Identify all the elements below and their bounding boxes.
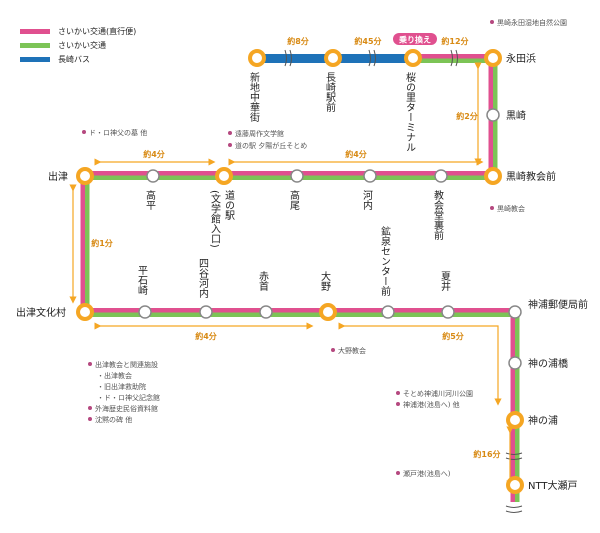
minor-stations: [138, 108, 522, 370]
station-label-kurosaki: 黒崎: [506, 109, 526, 122]
duration-label: 約4分: [143, 149, 165, 159]
bottom-route-line: [85, 308, 518, 317]
station-takao-marker: [290, 169, 304, 183]
duration-label: 約16分: [473, 449, 500, 459]
station-kawachi-marker: [363, 169, 377, 183]
station-ntt-marker: [506, 476, 524, 494]
transfer-badge-label: 乗り換え: [399, 35, 431, 45]
station-label-kaminoura: 神の浦: [528, 414, 558, 427]
note-michinoeki-1: 遠藤周作文学館: [235, 129, 284, 138]
station-shitsu-marker: [76, 167, 94, 185]
station-label-yotsuya: 四谷河内: [197, 258, 209, 299]
duration-label: 約45分: [354, 36, 381, 46]
station-label-kurosaki-church: 黒崎教会前: [506, 170, 556, 183]
station-akaso-marker: [259, 305, 273, 319]
station-label-kyokaido: 教会堂裏前: [432, 189, 444, 241]
note-oono: 大野教会: [338, 346, 366, 355]
station-michinoeki-marker: [215, 167, 233, 185]
note-shitsu: ド・ロ神父の墓 他: [89, 128, 147, 137]
station-label-nagatahama: 永田浜: [506, 52, 536, 65]
sightseeing-notes: 黒崎永田湿地自然公園 黒崎教会 ド・ロ神父の墓 他 遠藤周作文学館 道の駅 夕陽…: [82, 18, 567, 478]
note-bunka-4: ・ド・ロ神父記念館: [97, 393, 160, 402]
station-label-michinoeki: 道の駅: [223, 189, 235, 221]
duration-label: 約8分: [287, 36, 309, 46]
station-sakura-marker: [404, 49, 422, 67]
break-marks: [284, 49, 523, 513]
station-natsui-marker: [441, 305, 455, 319]
duration-label: 約5分: [442, 331, 464, 341]
station-kurosaki-church-marker: [484, 167, 502, 185]
shitsu-vertical-line: [80, 175, 90, 313]
duration-label: 約4分: [195, 331, 217, 341]
station-label-nagasaki: 長崎駅前: [324, 72, 336, 113]
station-label-michinoeki-sub: (文学館入口): [209, 190, 221, 248]
duration-label: 約12分: [441, 36, 468, 46]
station-label-akaso: 赤首: [257, 271, 269, 292]
station-label-hiraishi: 平石崎: [136, 265, 148, 295]
duration-arrows: [69, 62, 514, 488]
kaminoura-vertical-line: [510, 312, 520, 502]
transfer-badge: 乗り換え: [393, 33, 437, 45]
note-bunka-1: 出津教会と関連施設: [95, 360, 158, 369]
station-shinchi-marker: [248, 49, 266, 67]
station-label-bunka: 出津文化村: [16, 306, 66, 319]
station-kaminoura-marker: [506, 411, 524, 429]
legend-label: 長崎バス: [58, 54, 90, 64]
note-bunka-3: ・旧出津救助院: [97, 382, 146, 391]
note-kaminoura-1: そとめ神浦川河川公園: [403, 389, 473, 398]
station-label-kawachi: 河内: [361, 190, 373, 211]
station-kaminoura-post-marker: [508, 305, 522, 319]
station-label-shinchi: 新地中華街: [248, 71, 260, 123]
duration-label: 約2分: [456, 111, 478, 121]
note-ntt: 瀬戸港(池島へ): [403, 469, 451, 478]
duration-label: 約4分: [345, 149, 367, 159]
middle-route-line: [85, 171, 493, 180]
legend-item-saikai: さいかい交通: [20, 38, 136, 52]
station-label-sakura: 桜の里ターミナル: [404, 71, 416, 152]
station-kyokaido-marker: [434, 169, 448, 183]
station-kosen-marker: [381, 305, 395, 319]
station-label-takahira: 高平: [144, 189, 156, 211]
station-label-natsui: 夏井: [439, 271, 451, 292]
note-bunka-5: 外海歴史民俗資料館: [95, 404, 158, 413]
legend: さいかい交通(直行便) さいかい交通 長崎バス: [20, 24, 136, 66]
station-bunka-marker: [76, 303, 94, 321]
station-label-kaminoura-post: 神浦郵便局前: [528, 298, 588, 311]
note-bunka-6: 沈黙の碑 他: [95, 415, 132, 424]
legend-item-direct: さいかい交通(直行便): [20, 24, 136, 38]
note-kurosaki-church: 黒崎教会: [497, 204, 525, 213]
legend-item-nagasaki-bus: 長崎バス: [20, 52, 136, 66]
duration-label: 約1分: [91, 238, 113, 248]
note-kaminoura-2: 神浦港(池島へ) 他: [403, 400, 460, 409]
major-stations: [76, 49, 524, 494]
station-nagasaki-marker: [324, 49, 342, 67]
station-yotsuya-marker: [199, 305, 213, 319]
station-label-ntt: NTT大瀬戸: [528, 479, 578, 492]
station-label-kosen: 鉱泉センター前: [379, 225, 391, 297]
station-label-kaminoura-bridge: 神の浦橋: [528, 357, 568, 370]
station-label-takao: 高尾: [288, 189, 300, 211]
note-nagatahama: 黒崎永田湿地自然公園: [497, 18, 567, 27]
legend-label: さいかい交通(直行便): [58, 26, 137, 36]
station-takahira-marker: [146, 169, 160, 183]
station-label-shitsu: 出津: [48, 170, 68, 183]
station-hiraishi-marker: [138, 305, 152, 319]
station-nagatahama-marker: [484, 49, 502, 67]
legend-label: さいかい交通: [58, 40, 106, 50]
station-label-oono: 大野: [319, 270, 331, 291]
station-kaminoura-bridge-marker: [508, 356, 522, 370]
note-michinoeki-2: 道の駅 夕陽が丘そとめ: [235, 141, 307, 150]
station-oono-marker: [319, 303, 337, 321]
station-kurosaki-marker: [486, 108, 500, 122]
note-bunka-2: ・出津教会: [97, 371, 132, 380]
